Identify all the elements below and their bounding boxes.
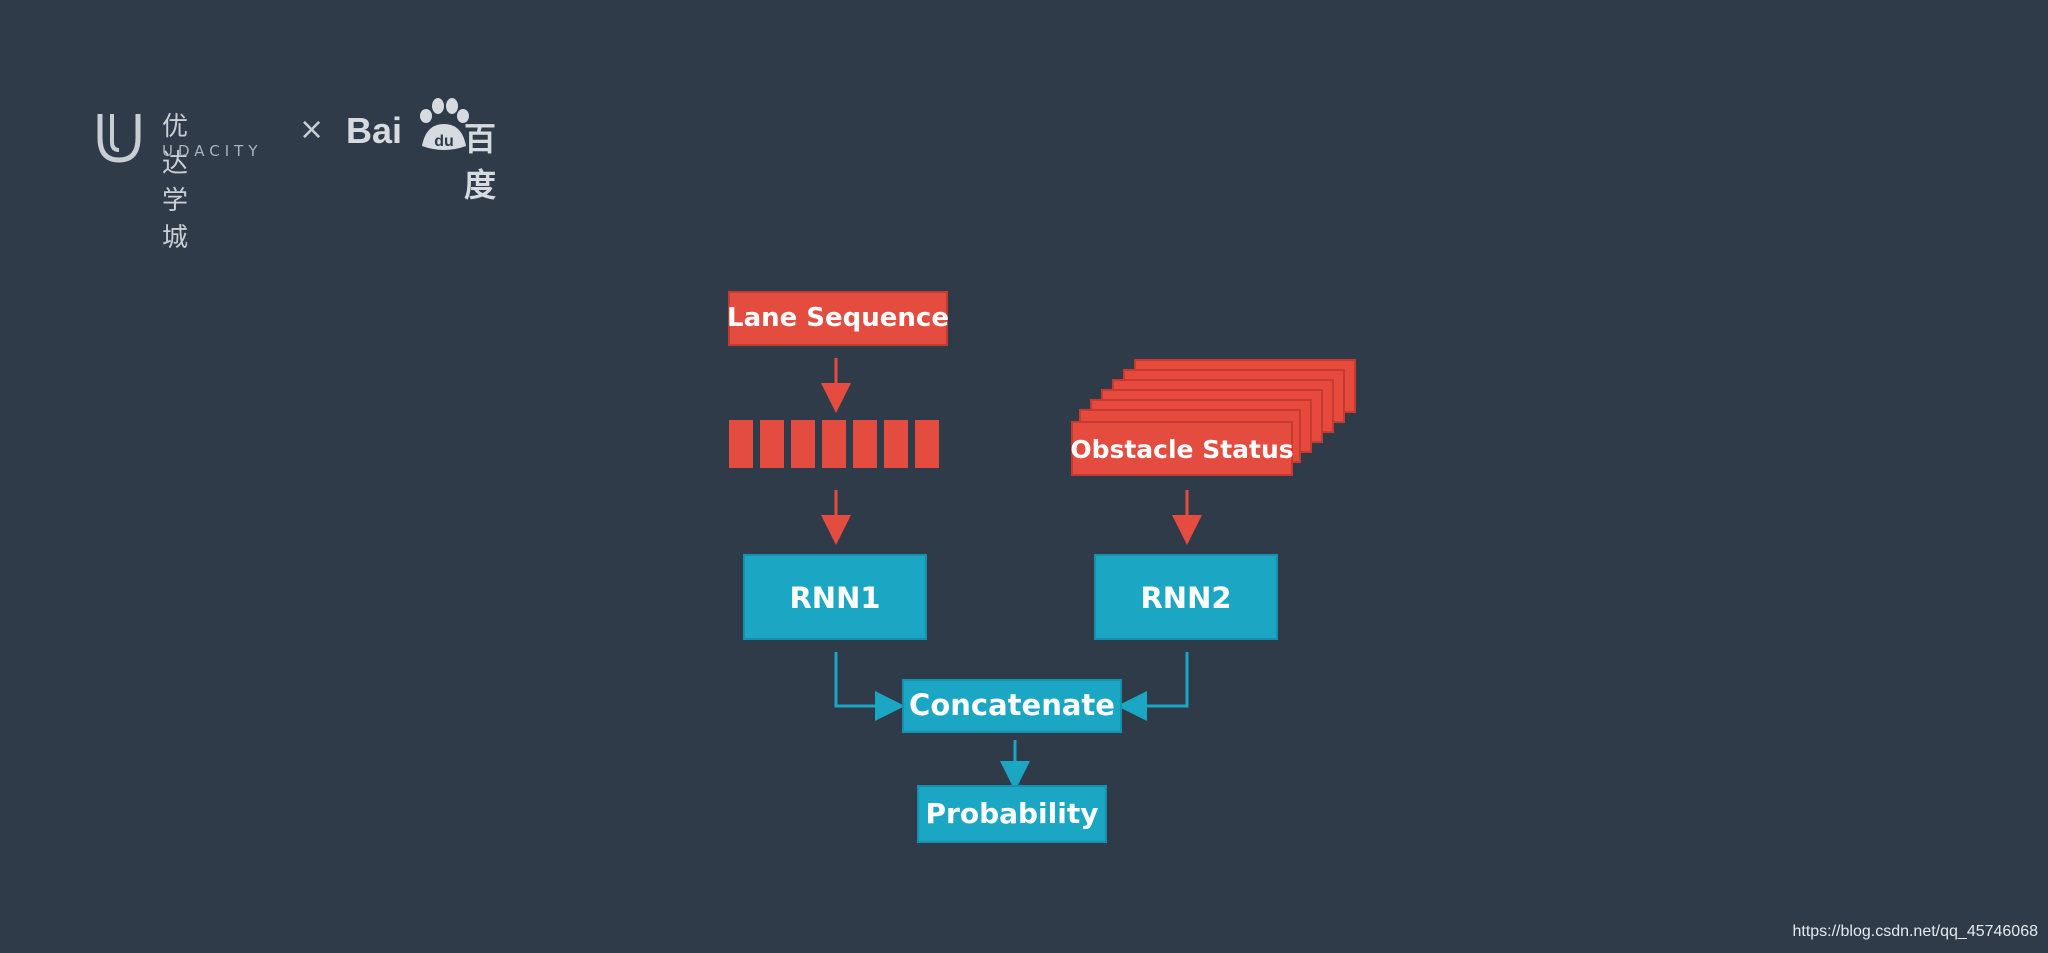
svg-text:Lane Sequence: Lane Sequence: [727, 303, 949, 333]
baidu-en-text: Bai: [346, 110, 403, 151]
svg-text:Concatenate: Concatenate: [909, 688, 1115, 722]
udacity-u-icon: [97, 114, 141, 163]
svg-text:RNN1: RNN1: [789, 581, 880, 615]
udacity-cn-text: 优达学城: [162, 112, 195, 253]
svg-text:Probability: Probability: [926, 797, 1099, 830]
rnn1-node: RNN1: [743, 554, 927, 640]
sequence-cell: [729, 420, 753, 468]
svg-text:Obstacle Status: Obstacle Status: [1070, 435, 1293, 464]
svg-text:RNN2: RNN2: [1140, 581, 1231, 615]
concatenate-node: Concatenate: [902, 679, 1122, 733]
sequence-cell: [822, 420, 846, 468]
obstacle-status-node: Obstacle Status: [1070, 359, 1356, 476]
rnn2-node: RNN2: [1094, 554, 1278, 640]
sequence-cell: [791, 420, 815, 468]
sequence-cell: [915, 420, 939, 468]
lane-sequence-cells: [729, 420, 939, 468]
baidu-cn-text: 百度: [464, 120, 497, 204]
sequence-cell: [853, 420, 877, 468]
arrow-rnn2-to-concatenate: [1117, 652, 1189, 721]
baidu-paw-icon: du: [420, 98, 469, 150]
lane-sequence-node: Lane Sequence: [727, 291, 949, 346]
probability-node: Probability: [917, 785, 1107, 843]
sequence-cell: [760, 420, 784, 468]
sequence-cell: [884, 420, 908, 468]
arrow-rnn1-to-concatenate: [834, 652, 905, 721]
watermark-url: https://blog.csdn.net/qq_45746068: [1792, 923, 2038, 940]
logo-separator: ×: [299, 112, 325, 147]
svg-text:du: du: [434, 133, 454, 150]
udacity-en-text: UDACITY: [162, 142, 263, 160]
